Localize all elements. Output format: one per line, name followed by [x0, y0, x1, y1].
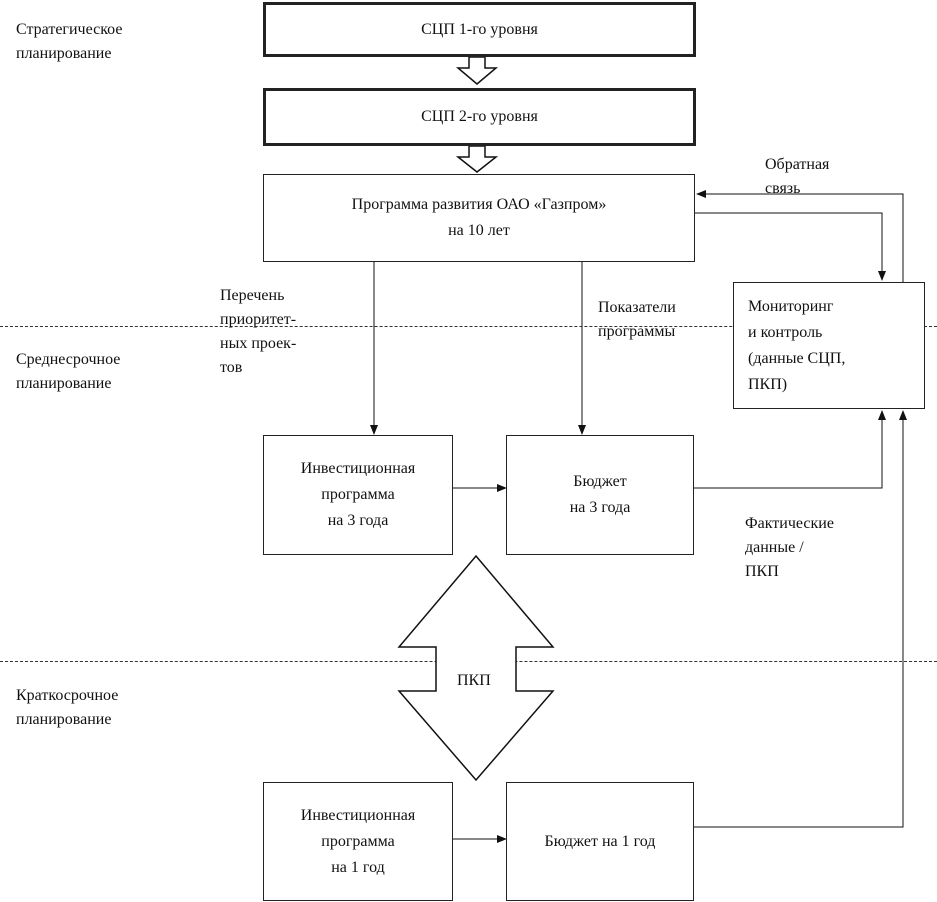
- box-scp-level2: СЦП 2-го уровня: [263, 88, 696, 146]
- box-invest-program-1y: Инвестиционная программа на 1 год: [263, 782, 453, 901]
- arrow-feedback: [696, 190, 904, 282]
- priority-projects-label: Перечень приоритет- ных проек- тов: [220, 287, 297, 376]
- level-strategic-label: Стратегическое планирование: [16, 21, 123, 62]
- box-scp-level1: СЦП 1-го уровня: [263, 2, 696, 57]
- pkp-label: ПКП: [457, 672, 491, 689]
- arrow-program-monitoring: [694, 212, 886, 281]
- box-program-10-years: Программа развития ОАО «Газпром» на 10 л…: [263, 174, 695, 262]
- arrow-budget1-monitoring: [694, 410, 907, 828]
- level-medium-label: Среднесрочное планирование: [16, 351, 121, 392]
- feedback-label: Обратная связь: [765, 156, 830, 197]
- actual-data-label: Фактические данные / ПКП: [745, 515, 834, 580]
- program-indicators-label: Показатели программы: [598, 299, 676, 340]
- separator-strategic-medium: [0, 326, 937, 327]
- box-monitoring-control: Мониторинг и контроль (данные СЦП, ПКП): [733, 282, 925, 409]
- box-invest-program-3y: Инвестиционная программа на 3 года: [263, 435, 453, 555]
- box-budget-3y: Бюджет на 3 года: [506, 435, 694, 555]
- box-budget-1y: Бюджет на 1 год: [506, 782, 694, 901]
- level-short-label: Краткосрочное планирование: [16, 687, 119, 728]
- arrow-budget3-monitoring: [694, 410, 886, 489]
- hollow-arrow-scp2-program: [455, 145, 499, 173]
- pkp-double-arrow: [397, 554, 555, 782]
- hollow-arrow-scp1-scp2: [455, 56, 499, 85]
